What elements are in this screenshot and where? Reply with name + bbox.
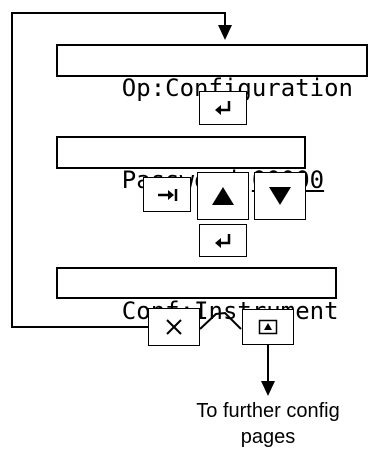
branch-line <box>199 311 242 330</box>
page-key[interactable] <box>242 309 294 345</box>
exit-x-icon <box>166 319 182 335</box>
enter-key-1[interactable] <box>199 91 247 125</box>
enter-icon <box>215 101 231 115</box>
display-password: Password 00000 <box>56 136 324 194</box>
loop-back-arrowhead <box>218 25 232 40</box>
caption-line-2: pages <box>240 426 296 448</box>
enter-key-2[interactable] <box>199 224 247 257</box>
further-pages-caption: To further config pages <box>168 398 368 450</box>
exit-key[interactable] <box>148 308 200 346</box>
down-triangle-icon <box>269 187 291 205</box>
down-arrowhead <box>261 381 275 396</box>
loop-back-line <box>11 12 226 328</box>
up-key[interactable] <box>197 172 249 220</box>
down-key[interactable] <box>254 172 306 220</box>
up-triangle-icon <box>212 187 234 205</box>
page-icon <box>258 319 278 335</box>
tab-right-icon <box>158 188 178 201</box>
enter-icon <box>215 233 231 248</box>
display-op-configuration: Op:Configuration <box>56 44 368 102</box>
display-conf-instrument: Conf:Instrument <box>56 267 339 325</box>
tab-key[interactable] <box>143 177 191 212</box>
caption-line-1: To further config <box>196 400 340 422</box>
